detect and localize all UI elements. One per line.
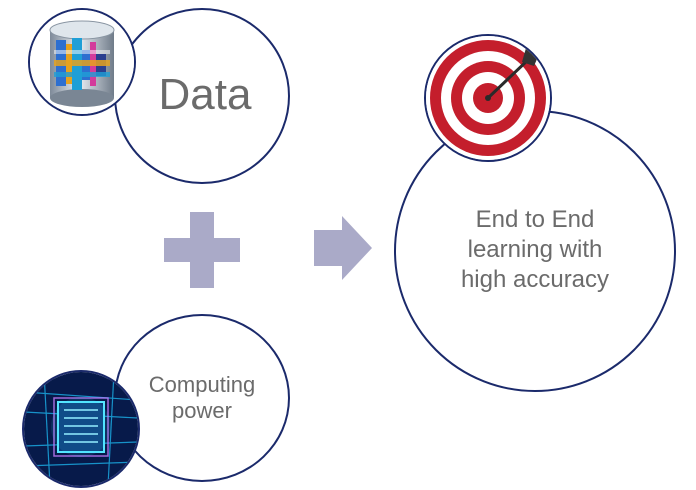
arrow-right-icon (314, 216, 372, 280)
target-icon (424, 34, 552, 162)
result-label: End to End learning with high accuracy (460, 206, 610, 293)
plus-icon (164, 212, 240, 288)
circuit-chip-icon (22, 370, 140, 488)
data-circle (114, 8, 290, 184)
data-label: Data (158, 70, 252, 119)
compute-circle (114, 314, 290, 482)
result-circle (394, 110, 676, 392)
compute-label: Computing power (148, 372, 256, 423)
database-icon (28, 8, 136, 116)
